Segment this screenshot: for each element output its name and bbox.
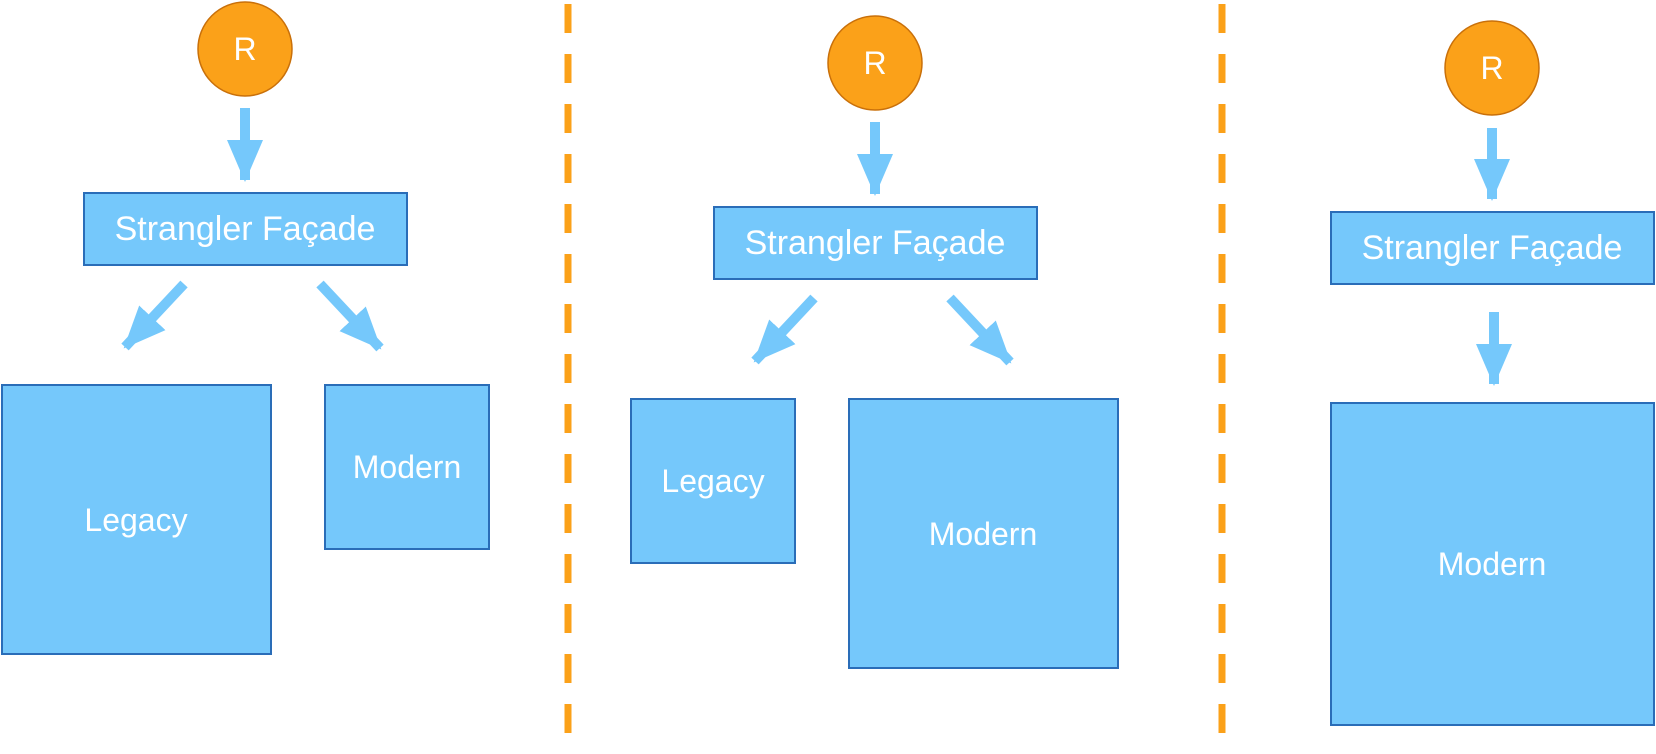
strangler-facade-box: [1330, 211, 1655, 285]
legacy-box: [1, 384, 272, 655]
modern-box: [324, 384, 490, 550]
arrow-facade-to-legacy: [121, 280, 188, 351]
strangler-facade-label: Strangler Façade: [1362, 229, 1623, 267]
legacy-label: Legacy: [84, 502, 187, 538]
requester-node: [827, 15, 923, 111]
stage-3: R Strangler Façade Modern: [1330, 20, 1655, 726]
modern-label: Modern: [929, 516, 1038, 552]
requester-label: R: [1480, 50, 1503, 86]
modern-box: [1330, 402, 1655, 726]
strangler-facade-label: Strangler Façade: [745, 224, 1006, 262]
modern-label: Modern: [1438, 546, 1547, 582]
arrow-facade-to-legacy: [751, 294, 818, 365]
requester-label: R: [863, 45, 886, 81]
strangler-facade-label: Strangler Façade: [115, 210, 376, 248]
strangler-facade-box: [713, 206, 1038, 280]
requester-node: [1444, 20, 1540, 116]
modern-label: Modern: [353, 449, 462, 485]
requester-node: [197, 1, 293, 97]
modern-box: [848, 398, 1119, 669]
legacy-box: [630, 398, 796, 564]
legacy-label: Legacy: [661, 463, 764, 499]
strangler-facade-box: [83, 192, 408, 266]
stage-2: R Strangler Façade Legacy Modern: [630, 15, 1119, 669]
arrow-facade-to-modern: [316, 280, 384, 352]
requester-label: R: [233, 31, 256, 67]
stage-1: R Strangler Façade Legacy Modern: [1, 1, 490, 655]
arrow-facade-to-modern: [946, 294, 1014, 366]
